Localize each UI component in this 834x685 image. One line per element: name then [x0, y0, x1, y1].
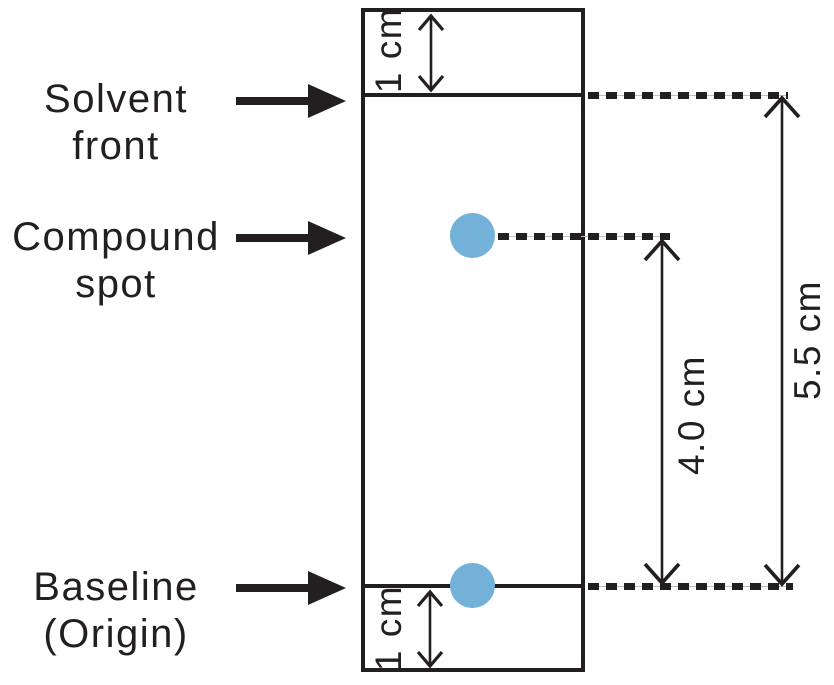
bottom-margin-label: 1 cm — [368, 584, 409, 672]
baseline-label-line1: Baseline — [33, 565, 199, 609]
compound-spot-dotted-line — [498, 233, 670, 240]
solvent-front-label-line1: Solvent — [44, 77, 188, 121]
compound-spot-label-line2: spot — [75, 262, 157, 306]
compound-spot-label: Compound spot — [0, 214, 232, 308]
top-margin-label: 1 cm — [368, 6, 409, 94]
baseline-dotted-line — [588, 583, 793, 590]
baseline-arrow-icon — [236, 571, 346, 605]
solvent-distance-label: 5.5 cm — [787, 279, 828, 401]
compound-spot-arrow-icon — [236, 221, 346, 255]
compound-spot — [450, 213, 495, 258]
solvent-front-line — [365, 93, 581, 97]
solvent-front-dotted-line — [588, 92, 788, 99]
solvent-front-arrow-icon — [236, 84, 346, 118]
bottom-margin-dimension-arrow-icon — [416, 589, 444, 669]
compound-distance-label: 4.0 cm — [671, 354, 712, 476]
top-margin-dimension-arrow-icon — [417, 13, 445, 93]
origin-spot — [450, 563, 495, 608]
baseline-label-line2: (Origin) — [43, 612, 189, 656]
compound-distance-dimension-arrow-icon — [643, 238, 681, 586]
compound-spot-label-line1: Compound — [12, 215, 220, 259]
solvent-distance-dimension-arrow-icon — [763, 95, 801, 587]
solvent-front-label: Solvent front — [0, 76, 232, 170]
baseline-label: Baseline (Origin) — [0, 564, 232, 658]
solvent-front-label-line2: front — [72, 124, 160, 168]
tlc-plate — [361, 8, 585, 672]
